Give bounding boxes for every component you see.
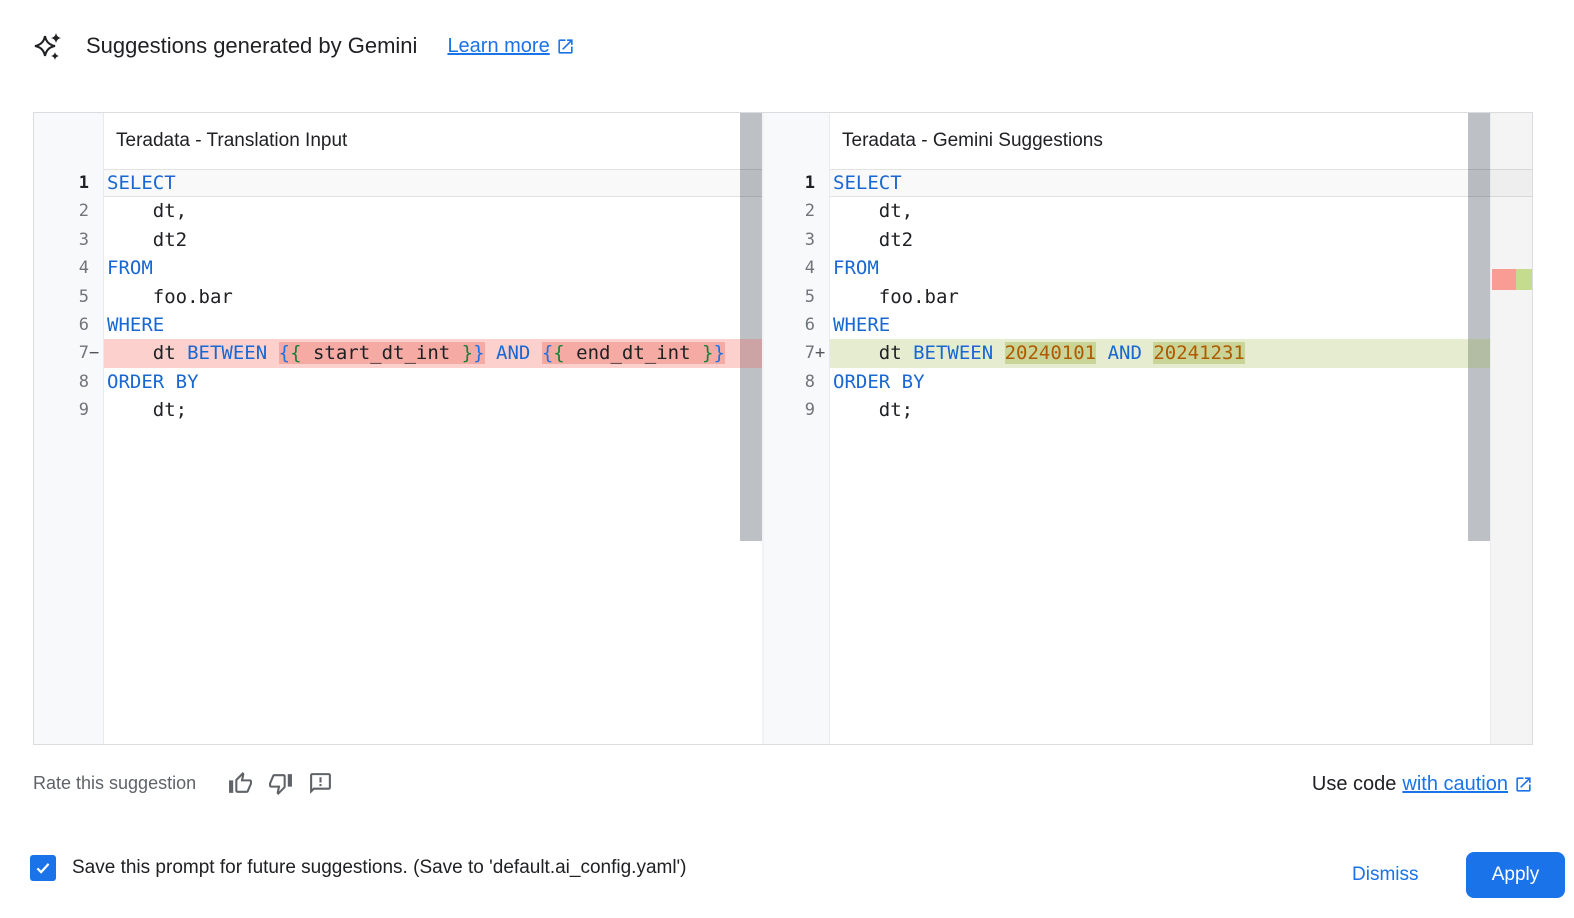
active-line-highlight <box>104 169 762 198</box>
line-number: 6 <box>804 315 815 335</box>
thumb-down-button[interactable] <box>268 770 294 796</box>
vertical-scrollbar[interactable] <box>740 113 762 541</box>
diff-overview-added-marker <box>1516 269 1532 290</box>
dismiss-button[interactable]: Dismiss <box>1340 855 1431 895</box>
line-number: 5 <box>804 286 815 307</box>
code-line: ORDER BY <box>107 370 199 393</box>
diff-overview-removed-marker <box>1492 269 1516 290</box>
code-line: foo.bar <box>833 285 959 308</box>
line-number-gutter: 1 2 3 4 5 6 7+ 8 9 <box>764 113 830 744</box>
code-line: dt BETWEEN {{ start_dt_int }} AND {{ end… <box>107 342 725 365</box>
line-number: 7− <box>78 343 100 364</box>
active-line-highlight <box>830 169 1532 198</box>
pane-title: Teradata - Gemini Suggestions <box>842 130 1103 151</box>
line-number: 1 <box>804 173 815 193</box>
code-line: dt; <box>833 399 914 422</box>
diff-line-highlight-removed <box>104 339 762 368</box>
use-code-prefix: Use code <box>1311 773 1397 795</box>
open-in-new-icon <box>558 38 573 54</box>
thumb-down-icon <box>269 773 293 795</box>
gemini-sparkle-icon <box>34 33 61 60</box>
code-line: WHERE <box>107 314 165 336</box>
gemini-suggestions-editor: 1 2 3 4 5 6 7+ 8 9 Teradata - Gemini Suggestions… <box>764 113 1532 744</box>
code-line: dt, <box>107 200 188 223</box>
line-number: 8 <box>804 371 815 392</box>
line-number: 9 <box>78 400 89 421</box>
line-number: 6 <box>78 315 89 335</box>
line-number: 2 <box>78 201 89 222</box>
line-number: 4 <box>804 258 815 279</box>
feedback-icon <box>310 772 332 794</box>
apply-button[interactable]: Apply <box>1466 852 1565 898</box>
thumb-up-icon <box>229 771 253 793</box>
code-line: FROM <box>107 257 153 280</box>
code-line: FROM <box>833 257 879 280</box>
save-prompt-label: Save this prompt for future suggestions.… <box>72 857 687 878</box>
line-number: 8 <box>78 371 89 392</box>
diff-line-highlight-added <box>830 339 1490 368</box>
line-number: 5 <box>78 286 89 307</box>
page-title: Suggestions generated by Gemini <box>86 33 418 58</box>
thumb-up-button[interactable] <box>228 770 254 796</box>
code-line: dt2 <box>833 228 914 251</box>
code-line: dt BETWEEN 20240101 AND 20241231 <box>833 342 1245 365</box>
diff-overview-ruler[interactable] <box>1490 113 1532 744</box>
checkmark-icon <box>36 863 50 874</box>
line-number: 3 <box>78 229 89 250</box>
feedback-button[interactable] <box>308 770 334 796</box>
line-number: 2 <box>804 201 815 222</box>
code-line: dt; <box>107 399 188 422</box>
with-caution-link[interactable]: with caution <box>1402 773 1533 796</box>
line-number: 9 <box>804 400 815 421</box>
pane-divider <box>762 113 764 744</box>
code-line: SELECT <box>107 172 176 194</box>
rate-suggestion-row: Rate this suggestion <box>33 770 348 796</box>
line-number: 4 <box>78 258 89 279</box>
code-line: foo.bar <box>107 285 233 308</box>
rate-label: Rate this suggestion <box>33 772 197 793</box>
suggestions-header: Suggestions generated by Gemini Learn mo… <box>34 31 575 61</box>
line-number: 1 <box>78 173 89 193</box>
vertical-scrollbar[interactable] <box>1468 113 1490 541</box>
pane-title: Teradata - Translation Input <box>116 130 348 151</box>
code-line: ORDER BY <box>833 370 925 393</box>
code-line: dt2 <box>107 228 188 251</box>
code-line: WHERE <box>833 314 891 336</box>
save-prompt-row: Save this prompt for future suggestions.… <box>30 855 687 881</box>
code-line: dt, <box>833 200 914 223</box>
line-number-gutter: 1 2 3 4 5 6 7− 8 9 <box>34 113 104 744</box>
line-number: 7+ <box>804 343 826 364</box>
learn-more-link[interactable]: Learn more <box>447 35 574 58</box>
open-in-new-icon <box>1516 777 1531 792</box>
save-prompt-checkbox[interactable] <box>30 855 56 881</box>
code-line: SELECT <box>833 172 902 194</box>
line-number: 3 <box>804 229 815 250</box>
use-code-caution: Use code with caution <box>1312 773 1533 796</box>
